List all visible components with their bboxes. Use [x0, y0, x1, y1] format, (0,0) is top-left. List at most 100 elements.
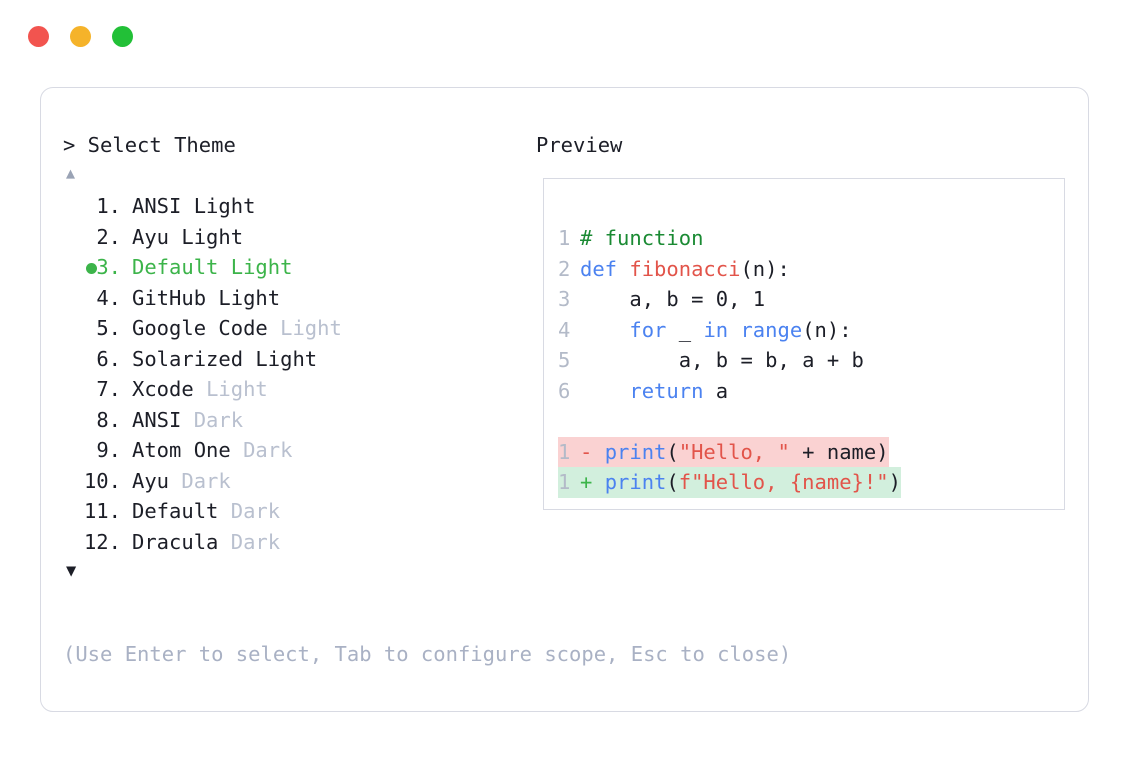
code-token: a, b = b, a + b — [580, 348, 864, 372]
maximize-button[interactable] — [112, 26, 133, 47]
preview-title: Preview — [536, 133, 623, 157]
code-token: ( — [666, 439, 679, 464]
code-line: 1 # function — [544, 223, 1064, 254]
code-token: print — [604, 439, 667, 464]
page-title: > Select Theme — [63, 133, 236, 157]
minimize-button[interactable] — [70, 26, 91, 47]
code-token: (n): — [802, 317, 852, 342]
theme-item-variant: Light — [218, 285, 281, 310]
theme-item-name: Dracula — [132, 529, 231, 554]
theme-list-item[interactable]: 8. ANSI Dark — [63, 405, 533, 436]
line-number: 2 — [558, 256, 571, 281]
close-button[interactable] — [28, 26, 49, 47]
line-number: 5 — [558, 348, 571, 372]
code-line: 3 a, b = 0, 1 — [544, 284, 1064, 315]
theme-item-name: ANSI — [132, 407, 194, 432]
theme-item-name: Default — [132, 499, 231, 523]
theme-item-variant: Light — [181, 224, 244, 249]
theme-item-variant: Dark — [243, 438, 293, 462]
theme-item-number: 7. — [96, 377, 121, 401]
spacer — [121, 496, 132, 527]
code-token: "Hello, " — [678, 439, 790, 464]
theme-item-variant: Light — [193, 194, 256, 218]
code-token: + name) — [789, 439, 889, 464]
theme-item-name: Xcode — [132, 377, 207, 401]
theme-list-item[interactable]: 4. GitHub Light — [63, 283, 533, 314]
code-token: a — [703, 378, 729, 403]
theme-list-item[interactable]: 2. Ayu Light — [63, 222, 533, 253]
theme-item-name: Atom One — [132, 438, 244, 462]
diff-line-add: 1 + print(f"Hello, {name}!") — [544, 467, 1064, 498]
theme-list-item[interactable]: 7. Xcode Light — [63, 374, 533, 405]
theme-list-item[interactable]: 5. Google Code Light — [63, 313, 533, 344]
theme-list-item[interactable]: 1. ANSI Light — [63, 191, 533, 222]
theme-item-number: 8. — [96, 407, 121, 432]
theme-list-item[interactable]: 11. Default Dark — [63, 496, 533, 527]
theme-item-number: 11. — [83, 499, 121, 523]
keyboard-hint: (Use Enter to select, Tab to configure s… — [63, 642, 792, 666]
spacer — [570, 223, 580, 254]
code-token: # function — [580, 226, 704, 250]
theme-item-name: GitHub — [132, 285, 219, 310]
spacer — [121, 344, 132, 375]
theme-item-number: 5. — [96, 316, 121, 340]
theme-item-name: Solarized — [132, 346, 256, 371]
spacer — [121, 191, 132, 222]
code-token: def — [580, 256, 630, 281]
spacer — [121, 466, 132, 497]
code-token — [580, 379, 629, 403]
spacer — [570, 345, 580, 376]
spacer — [121, 435, 132, 466]
spacer — [121, 527, 132, 558]
theme-list-item[interactable]: 3. Default Light — [63, 252, 533, 283]
selected-bullet-icon — [86, 263, 97, 274]
theme-item-number: 9. — [96, 438, 121, 462]
theme-item-variant: Dark — [230, 499, 281, 523]
theme-item-number: 1. — [96, 194, 121, 218]
diff-sign: + — [580, 470, 605, 494]
spacer — [121, 374, 132, 405]
theme-item-number: 3. — [96, 255, 121, 279]
theme-item-name: Ayu — [132, 224, 182, 249]
scroll-down-icon[interactable]: ▼ — [66, 561, 77, 581]
line-number: 4 — [558, 317, 571, 342]
code-token — [728, 318, 740, 342]
spacer — [570, 284, 580, 315]
theme-item-number: 6. — [96, 346, 121, 371]
theme-item-variant: Light — [206, 377, 268, 401]
line-number: 1 — [558, 226, 571, 250]
theme-list-item[interactable]: 6. Solarized Light — [63, 344, 533, 375]
code-line: 5 a, b = b, a + b — [544, 345, 1064, 376]
code-token: print — [604, 470, 667, 494]
theme-list-item[interactable]: 9. Atom One Dark — [63, 435, 533, 466]
spacer — [570, 376, 580, 407]
code-token: ) — [888, 470, 901, 494]
theme-item-variant: Light — [255, 346, 318, 371]
spacer — [121, 313, 132, 344]
theme-list-item[interactable]: 12. Dracula Dark — [63, 527, 533, 558]
scroll-up-icon[interactable]: ▲ — [66, 164, 76, 182]
theme-item-name: Default — [132, 255, 231, 279]
diff-sign: - — [580, 439, 605, 464]
theme-item-variant: Light — [280, 316, 342, 340]
spacer — [570, 437, 580, 468]
spacer — [570, 467, 580, 498]
theme-item-name: Ayu — [132, 468, 182, 493]
code-line: 2 def fibonacci(n): — [544, 254, 1064, 285]
theme-item-number: 4. — [96, 285, 121, 310]
line-number: 1 — [558, 470, 571, 494]
code-token: f"Hello, {name}!" — [678, 470, 889, 494]
theme-item-variant: Dark — [193, 407, 244, 432]
spacer — [570, 254, 580, 285]
line-number: 3 — [558, 287, 571, 311]
theme-list-item[interactable]: 10. Ayu Dark — [63, 466, 533, 497]
theme-item-variant: Light — [230, 255, 293, 279]
code-token: in — [703, 317, 729, 342]
code-token — [580, 318, 629, 342]
diff-highlight: 1 - print("Hello, " + name) — [558, 436, 889, 468]
